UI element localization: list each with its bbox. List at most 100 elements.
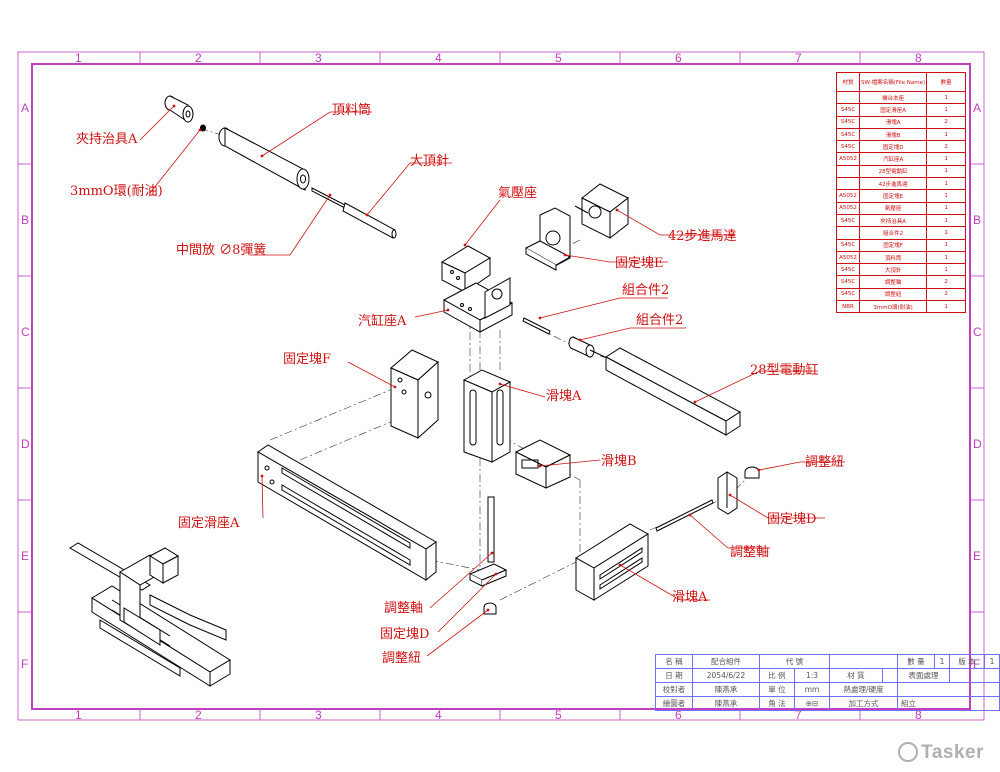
callout-slider-a-bottom: 滑塊A	[672, 590, 708, 605]
bom-cell-qty: 2	[926, 287, 967, 302]
inner-border	[31, 63, 971, 710]
bom-cell-qty: 1	[926, 263, 967, 277]
grid-col-7-top: 7	[795, 51, 802, 65]
title-block: 名 稱 配合組件 代 號 數 量 1 版 本 1 日 期 2054/6/22 比…	[655, 654, 1000, 711]
bom-cell-qty: 1	[926, 90, 967, 105]
callout-fixed-block-f: 固定塊F	[283, 352, 332, 367]
grid-row-c-right: C	[973, 325, 982, 339]
bom-cell-filename: 調整軸	[858, 275, 928, 289]
grid-col-7-bottom: 7	[795, 708, 802, 722]
grid-col-6-top: 6	[675, 51, 682, 65]
bom-cell-material	[836, 177, 860, 191]
bom-cell-qty: 1	[926, 127, 967, 142]
tb-drafter-label: 繪圖者	[655, 696, 693, 711]
bom-header-material: 材質	[836, 72, 860, 92]
bom-cell-filename: 42步進馬達	[858, 177, 928, 191]
bom-cell-filename: 滑塊B	[858, 127, 928, 142]
grid-ticks	[18, 52, 984, 720]
grid-col-3-top: 3	[315, 51, 322, 65]
tb-surface-value	[949, 668, 1000, 683]
tb-qty-label: 數 量	[897, 654, 935, 669]
callout-slider-a-top: 滑塊A	[546, 389, 582, 404]
leader-lines	[139, 105, 845, 657]
callout-fixed-block-d-bottom: 固定塊D	[380, 627, 430, 642]
bom-cell-material: S45C	[836, 115, 860, 129]
callout-assembly-2a: 組合件2	[622, 283, 670, 298]
callout-big-pin: 大頂針	[410, 154, 450, 169]
bom-cell-qty: 1	[926, 250, 967, 265]
tb-proj-value: ⊕⊟	[794, 696, 830, 711]
grid-row-b-right: B	[973, 213, 982, 227]
parts	[69, 95, 760, 687]
bom-header-row: 材質 SW-檔案名稱(File Name) 數量	[836, 72, 967, 92]
bom-cell-filename: 組合件2	[858, 226, 928, 240]
assembly-preview	[69, 542, 231, 687]
tb-material-label: 材 質	[829, 668, 883, 683]
tb-surface-label: 表面處理	[897, 668, 950, 683]
callout-adjust-nut-bottom: 調整紐	[382, 651, 422, 666]
bom-cell-material	[836, 90, 860, 105]
tb-process-value: 組立	[897, 696, 1000, 711]
bom-cell-qty: 2	[926, 115, 967, 129]
bom-cell-filename: 固定塊E	[858, 189, 928, 203]
grid-col-8-bottom: 8	[915, 708, 922, 722]
stepper-motor-part	[574, 183, 629, 240]
callout-adjust-nut-right: 調整紐	[805, 455, 845, 470]
grid-row-c-left: C	[21, 325, 30, 339]
bom-cell-qty: 1	[926, 177, 967, 191]
bom-cell-qty: 1	[926, 226, 967, 240]
grid-col-1-bottom: 1	[75, 708, 82, 722]
bom-cell-filename: 氣壓座	[858, 201, 928, 215]
callout-cylinder-seat-a: 汽缸座A	[358, 314, 407, 329]
callout-clamp-jig-a: 夾持治具A	[76, 132, 138, 147]
tb-proj-label: 角 法	[759, 696, 795, 711]
bom-cell-filename: 滑塊A	[858, 115, 928, 129]
bom-cell-filename: 汽缸座A	[858, 152, 928, 166]
tb-heat-value	[897, 682, 1000, 697]
bom-cell-material: S45C	[836, 275, 860, 289]
outer-border	[17, 51, 985, 721]
grid-row-a-left: A	[21, 101, 30, 115]
bom-cell-material	[836, 164, 860, 179]
grid-col-4-bottom: 4	[435, 708, 442, 722]
callout-assembly-2b: 組合件2	[636, 313, 684, 328]
leader-dots	[172, 104, 761, 612]
tb-code-value	[829, 654, 898, 669]
watermark: Tasker	[898, 742, 984, 764]
bom-cell-qty: 1	[926, 213, 967, 228]
grid-row-e-right: E	[973, 549, 982, 563]
callout-slider-b: 滑塊B	[601, 454, 637, 469]
callout-fixed-slide-seat-a: 固定滑座A	[178, 516, 240, 531]
tb-heat-label: 熱處理/硬度	[829, 682, 898, 697]
callout-electric-cylinder: 28型電動缸	[750, 363, 819, 378]
bom-cell-material: NBR	[836, 300, 860, 314]
slider-a-bottom-part	[575, 523, 649, 601]
bom-cell-material: A5052	[836, 250, 860, 265]
tb-material-value	[881, 668, 899, 683]
grid-row-a-right: A	[973, 101, 982, 115]
grid-row-d-left: D	[21, 437, 30, 451]
callout-stepper-motor: 42步進馬達	[668, 229, 737, 244]
tb-drafter-value: 陳燕承	[692, 696, 760, 711]
grid-col-2-bottom: 2	[195, 708, 202, 722]
callout-air-seat: 氣壓座	[498, 186, 538, 201]
bom-cell-qty: 1	[926, 300, 967, 314]
grid-col-2-top: 2	[195, 51, 202, 65]
bom-cell-filename: 28型電動缸	[858, 164, 928, 179]
bom-cell-material: S45C	[836, 263, 860, 277]
big-pin-part	[311, 187, 397, 239]
slider-a-top-part	[462, 369, 512, 463]
bom-cell-material: A5052	[836, 189, 860, 203]
